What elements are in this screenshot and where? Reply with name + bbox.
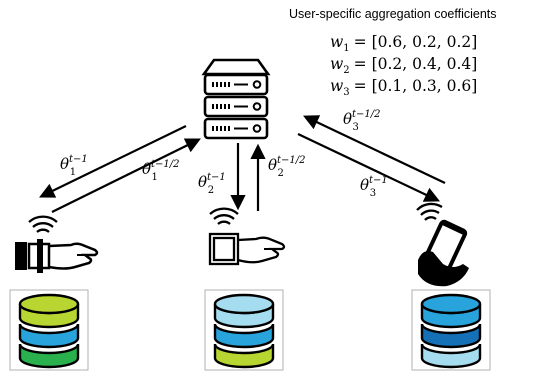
smartwatch-wrist-icon: [15, 215, 99, 273]
database-icon: [9, 289, 89, 371]
server-icon: [201, 58, 271, 140]
arrow-server-to-client1: [39, 125, 187, 198]
coefficient-w1: w1= [0.6, 0.2, 0.2]: [330, 33, 477, 54]
coefficient-w2: w2= [0.2, 0.4, 0.4]: [330, 55, 477, 76]
database-icon: [204, 289, 284, 371]
arrow-client3-to-server: [303, 115, 446, 184]
smartphone-hand-icon: [416, 202, 469, 287]
database-icon: [411, 289, 491, 371]
diagram-title: User-specific aggregation coefficients: [289, 7, 497, 21]
coefficient-list: w1= [0.6, 0.2, 0.2] w2= [0.2, 0.4, 0.4] …: [330, 33, 477, 98]
coefficient-w3: w3= [0.1, 0.3, 0.6]: [330, 77, 477, 98]
smartwatch-wrist-icon: [208, 207, 286, 266]
arrow-server-to-client3: [297, 133, 440, 202]
arrows: [39, 115, 446, 213]
arrow-client1-to-server: [51, 138, 201, 213]
